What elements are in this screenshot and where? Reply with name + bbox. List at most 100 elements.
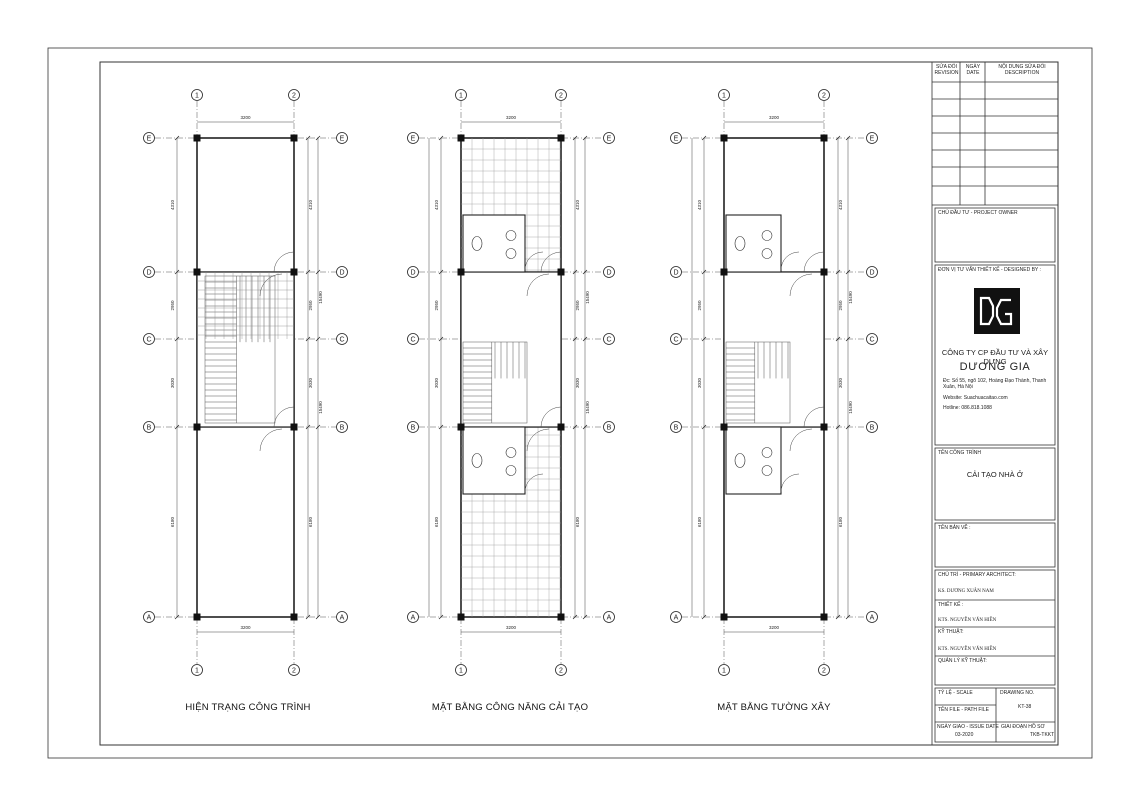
dim-tick (305, 269, 311, 275)
door-swing (540, 406, 562, 428)
dim-tick (582, 135, 588, 141)
file-label: TÊN FILE - PATH FILE (938, 707, 989, 713)
grid-bubble (455, 664, 467, 676)
grid-bubble (670, 611, 682, 623)
dim-text: 3030 (434, 377, 439, 388)
project-owner-label: CHỦ ĐẦU TƯ - PROJECT OWNER (938, 210, 1018, 216)
dim-tick (845, 336, 851, 342)
dim-tick (582, 269, 588, 275)
grid-bubble (866, 333, 878, 345)
dim-text: 2950 (308, 300, 313, 311)
grid-label-row: A (147, 615, 152, 622)
design-label: THIẾT KẾ : (938, 602, 964, 608)
project-value: CẢI TẠO NHÀ Ở (966, 470, 1024, 479)
grid-bubble (818, 664, 830, 676)
dim-tick (174, 135, 180, 141)
door-swing (789, 428, 813, 452)
dim-tick (315, 269, 321, 275)
sink-fixture (505, 465, 517, 476)
structural-column (193, 268, 201, 276)
dim-tick (835, 269, 841, 275)
middle-zone (460, 271, 562, 428)
grid-label-row: D (146, 270, 151, 277)
logo-mark (979, 296, 1013, 326)
door-swing (540, 251, 562, 273)
dim-text: 6180 (575, 516, 580, 527)
sink-fixture (761, 248, 773, 259)
grid-label-row: B (340, 425, 345, 432)
middle-zone (723, 271, 825, 428)
grid-label-col: 1 (459, 93, 463, 100)
dim-tick (572, 424, 578, 430)
dim-text: 4310 (170, 199, 175, 210)
structural-column (720, 268, 728, 276)
grid-bubble (288, 89, 300, 101)
grid-bubble (818, 89, 830, 101)
grid-label-col: 1 (195, 93, 199, 100)
scale-label: TỶ LỆ - SCALE (938, 690, 973, 696)
designed-by-label: ĐƠN VỊ TƯ VẤN THIẾT KẾ - DESIGNED BY : (938, 267, 1041, 273)
dim-tick (315, 336, 321, 342)
grid-label-row: B (674, 425, 679, 432)
grid-label-row: C (146, 337, 151, 344)
dim-tick (845, 424, 851, 430)
title-block (931, 61, 1059, 746)
grid-bubble (670, 421, 682, 433)
grid-bubble (718, 89, 730, 101)
grid-bubble (336, 132, 348, 144)
dim-tick (845, 614, 851, 620)
grid-label-row: D (606, 270, 611, 277)
dim-tick (845, 269, 851, 275)
dim-tick (582, 336, 588, 342)
grid-label-col: 2 (292, 668, 296, 675)
dim-tick (701, 336, 707, 342)
dim-text: 3030 (697, 377, 702, 388)
dim-tick (582, 424, 588, 430)
dim-tick (701, 424, 707, 430)
structural-column (820, 613, 828, 621)
dim-tick (835, 336, 841, 342)
structural-column (193, 423, 201, 431)
dim-text: 4310 (838, 199, 843, 210)
dim-text: 15490 (848, 291, 853, 304)
grid-bubble (336, 421, 348, 433)
dim-text: 2950 (838, 300, 843, 311)
grid-bubble (407, 132, 419, 144)
dim-tick (572, 614, 578, 620)
grid-label-col: 1 (722, 93, 726, 100)
structural-column (720, 134, 728, 142)
company-name-line1: CÔNG TY CP ĐẦU TƯ VÀ XÂY DỰNG (941, 348, 1049, 366)
grid-bubble (670, 333, 682, 345)
wet-room-2 (462, 426, 526, 495)
dim-text: 6180 (170, 516, 175, 527)
dim-text: 2950 (697, 300, 702, 311)
structural-column (557, 613, 565, 621)
grid-bubble (143, 421, 155, 433)
grid-label-row: C (410, 337, 415, 344)
grid-bubble (866, 421, 878, 433)
dim-tick (572, 336, 578, 342)
dim-tick (174, 336, 180, 342)
dim-tick (835, 424, 841, 430)
dim-tick (582, 614, 588, 620)
dim-tick (315, 135, 321, 141)
structural-column (557, 134, 565, 142)
grid-label-row: D (339, 270, 344, 277)
dim-tick (835, 614, 841, 620)
stairs (725, 341, 791, 424)
dim-tick (174, 424, 180, 430)
dim-tick (438, 614, 444, 620)
grid-bubble (288, 664, 300, 676)
structural-column (820, 268, 828, 276)
door-swing (803, 406, 825, 428)
dim-text: 6180 (838, 516, 843, 527)
dim-tick (305, 424, 311, 430)
grid-label-row: E (411, 136, 416, 143)
dim-tick (438, 424, 444, 430)
grid-bubble (191, 664, 203, 676)
dim-text: 3200 (240, 115, 251, 120)
sink-fixture (505, 447, 517, 458)
primary-architect-label: CHỦ TRÌ - PRIMARY ARCHITECT: (938, 572, 1016, 578)
